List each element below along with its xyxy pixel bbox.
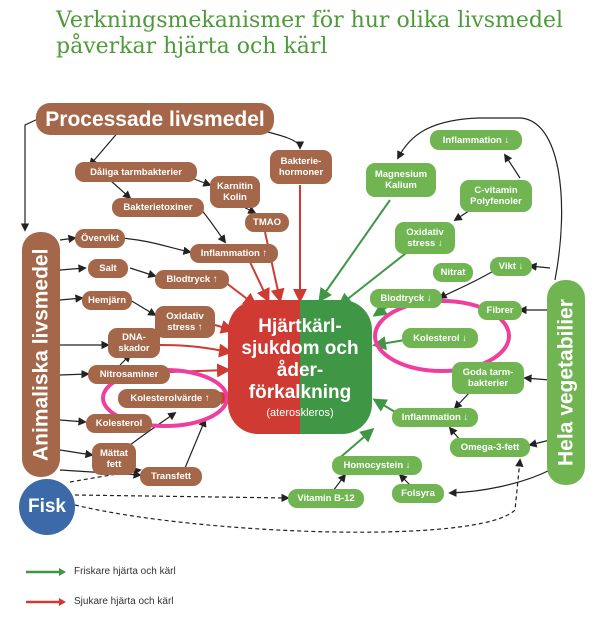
arrow-c-vitamin-inflammation (504, 153, 521, 179)
dashed-fish-b12 (74, 493, 290, 503)
arrow-vikt-blodtryck (438, 269, 496, 299)
arrow-transfett-kolesterolvarde (184, 418, 207, 469)
title-line-1: Verkningsmekanismer för hur olika livsme… (56, 8, 564, 33)
node-vikt-down: Vikt ↓ (490, 257, 532, 276)
page-title: Verkningsmekanismer för hur olika livsme… (56, 8, 596, 60)
node-fibrer: Fibrer (478, 301, 522, 320)
arrow-folsyra-homocystein (398, 473, 411, 486)
green-oxidativ (337, 249, 411, 307)
center-disease: Hjärtkärl- sjukdom och åder- förkalkning… (228, 300, 372, 434)
node-folsyra: Folsyra (392, 484, 444, 503)
node-mattat-fett: Mättat fett (92, 443, 136, 475)
node-magnesium-kalium: Magnesium Kalium (366, 163, 436, 197)
node-vitamin-b12: Vitamin B-12 (288, 489, 364, 508)
node-blodtryck-down: Blodtryck ↓ (370, 289, 442, 308)
arrow-processed-animal (20, 117, 41, 232)
red-dna (159, 343, 233, 358)
red-inflammation (249, 261, 270, 303)
node-oxidativ-stress-down: Oxidativ stress ↓ (395, 222, 455, 254)
arrow-animal-overvikt (59, 234, 77, 244)
arrow-plant-goda (523, 374, 551, 383)
node-homocystein-down: Homocystein ↓ (332, 456, 422, 475)
green-kolesterol (372, 336, 406, 351)
arrow-bakterietoxiner-inflammation (199, 207, 227, 244)
node-overvikt: Övervikt (75, 229, 125, 248)
group-animal: Animaliska livsmedel (22, 232, 60, 477)
arrow-hemjarn-oxidativ (129, 299, 157, 316)
red-tmao (264, 231, 285, 303)
green-magnesium (318, 199, 391, 303)
node-hemjarn: Hemjärn (82, 291, 132, 310)
arrow-plant-top (397, 117, 563, 281)
group-fish: Fisk (19, 479, 75, 535)
highlight-kolesterol-down (373, 299, 511, 373)
node-transfett: Transfett (140, 467, 202, 486)
legend-green: Friskare hjärta och kärl (26, 566, 176, 577)
node-kolesterolvarde-up: Kolesterolvärde ↑ (118, 389, 222, 408)
arrow-goda-inflammation (453, 391, 471, 410)
node-nitrosaminer: Nitrosaminer (88, 365, 170, 384)
node-salt: Salt (88, 259, 128, 278)
legend-red-label: Sjukare hjärta och kärl (74, 596, 174, 607)
arrow-processed-tarm (88, 129, 121, 167)
red-arrows (159, 185, 307, 405)
node-omega3: Omega-3-fett (450, 438, 530, 457)
node-blodtryck-up: Blodtryck ↑ (155, 270, 229, 289)
node-bakterietoxiner: Bakterietoxiner (112, 198, 204, 217)
node-c-vitamin-polyfenoler: C-vitamin Polyfenoler (460, 180, 532, 212)
node-nitrat: Nitrat (433, 263, 473, 282)
arrow-animal-kolesterol (59, 417, 87, 426)
group-plant: Hela vegetabilier (547, 280, 585, 485)
node-kolesterol: Kolesterol (86, 414, 152, 433)
dashed-fish-omega (74, 458, 524, 533)
node-inflammation-down-top: Inflammation ↓ (430, 130, 522, 150)
node-dna-skador: DNA- skador (108, 328, 160, 358)
legend-red-arrow-icon (26, 597, 66, 606)
node-inflammation-down: Inflammation ↓ (392, 408, 478, 427)
arrow-salt-blodtryck (129, 267, 157, 278)
legend-green-label: Friskare hjärta och kärl (74, 566, 176, 577)
title-line-2: påverkar hjärta och kärl (56, 34, 328, 59)
arrow-animal-hemjarn (59, 294, 84, 303)
node-karnitin-kolin: Karnitin Kolin (210, 176, 260, 208)
legend-green-arrow-icon (26, 567, 66, 576)
arrow-animal-mattat (59, 449, 94, 459)
center-subtitle: (ateroskleros) (266, 406, 334, 419)
node-inflammation-up: Inflammation ↑ (190, 244, 278, 263)
legend-red: Sjukare hjärta och kärl (26, 596, 174, 607)
arrow-overvikt-inflammation (119, 237, 192, 255)
node-daliga-tarmbakterier: Dåliga tarmbakterier (75, 162, 197, 182)
node-oxidativ-stress-up: Oxidativ stress ↑ (155, 306, 215, 338)
arrow-plant-vikt (528, 262, 551, 271)
center-title: Hjärtkärl- sjukdom och åder- förkalkning (241, 315, 359, 403)
node-kolesterol-down: Kolesterol ↓ (402, 328, 478, 348)
arrow-tarm-bakterietoxiner (109, 179, 132, 200)
group-processed: Processade livsmedel (36, 103, 274, 135)
arrow-plant-omega (528, 439, 551, 448)
node-tmao: TMAO (245, 213, 289, 232)
arrow-plant-folsyra (448, 469, 551, 497)
arrow-animal-salt (59, 264, 87, 273)
node-bakteriehormoner: Bakterie- hormoner (270, 150, 332, 184)
node-goda-tarmbakterier: Goda tarm- bakterier (452, 362, 524, 394)
arrow-animal-nitrosaminer (59, 370, 90, 379)
